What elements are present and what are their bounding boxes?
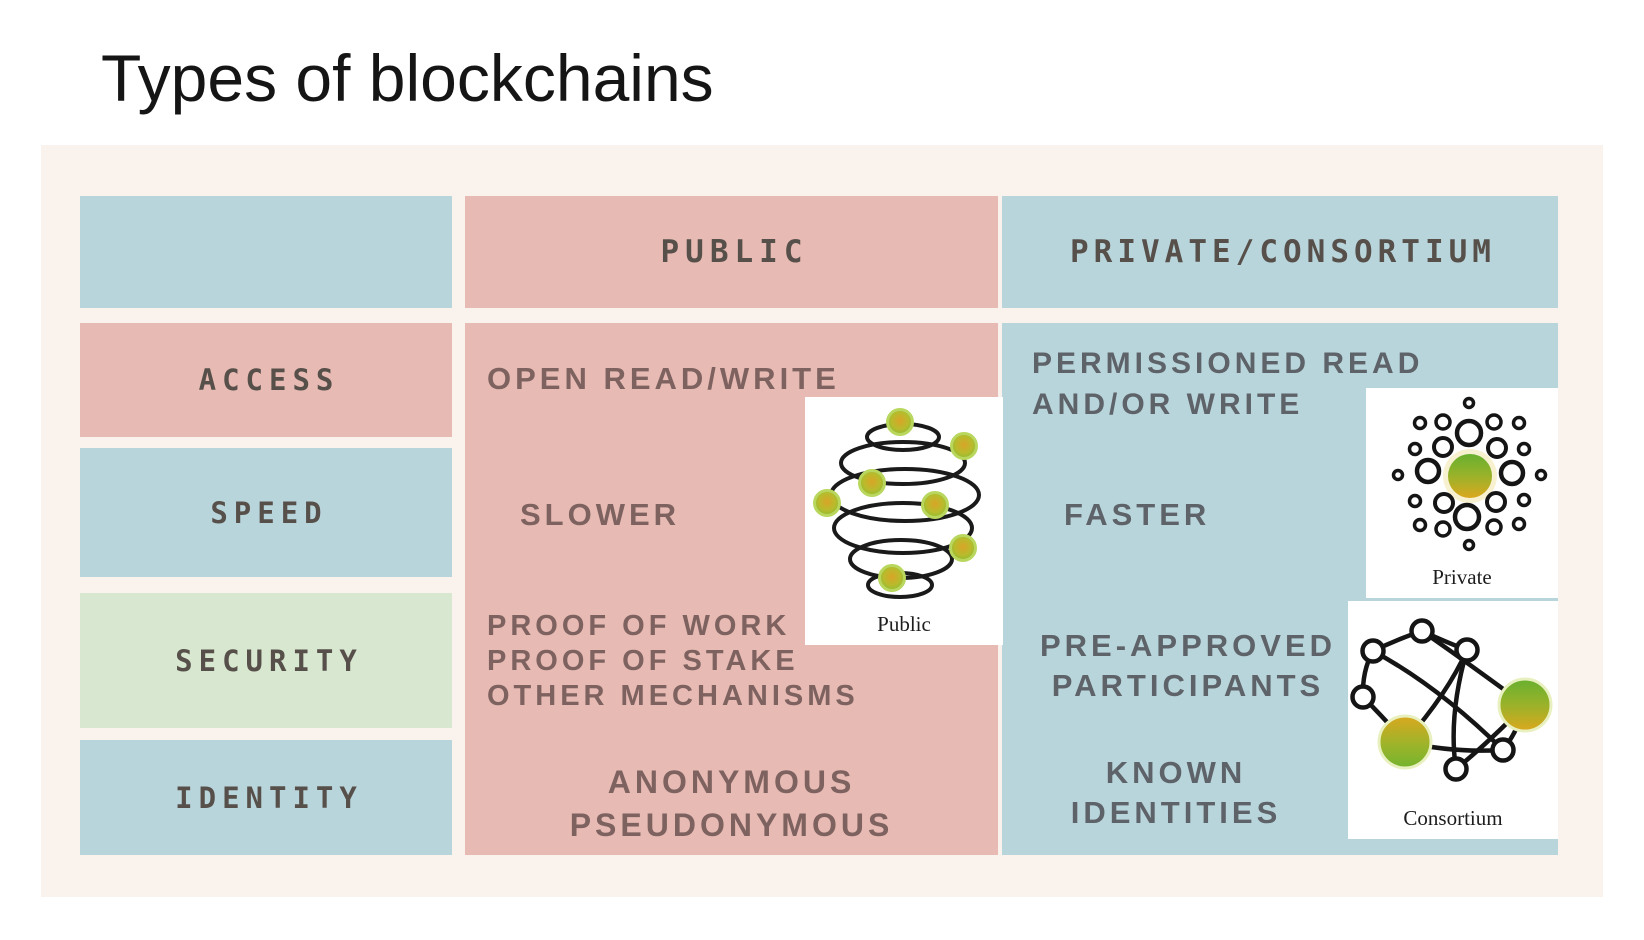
consortium-graph-network-icon <box>1350 618 1553 782</box>
corner-cell <box>80 196 452 308</box>
public-speed-value: SLOWER <box>520 497 681 532</box>
private-security-line2: PARTICIPANTS <box>1051 668 1325 703</box>
consortium-figure-caption: Consortium <box>1403 806 1503 830</box>
private-network-figure: Private <box>1366 388 1558 598</box>
public-identity-line2: PSEUDONYMOUS <box>569 807 894 843</box>
public-identity-line1: ANONYMOUS <box>607 764 856 800</box>
private-access-line2: AND/OR WRITE <box>1032 388 1304 421</box>
row-label-speed: SPEED <box>80 448 452 577</box>
public-security-value: PROOF OF WORK PROOF OF STAKE OTHER MECHA… <box>487 609 859 714</box>
private-figure-caption: Private <box>1432 565 1492 589</box>
row-label-identity: IDENTITY <box>80 740 452 855</box>
private-access-line1: PERMISSIONED READ <box>1032 347 1424 380</box>
public-identity-value: ANONYMOUS PSEUDONYMOUS <box>465 761 998 847</box>
private-identity-line2: IDENTITIES <box>1070 795 1282 830</box>
public-network-figure: Public <box>805 397 1003 645</box>
private-rings-network-icon <box>1391 396 1548 552</box>
row-label-access: ACCESS <box>80 323 452 437</box>
public-security-line3: OTHER MECHANISMS <box>487 680 859 712</box>
comparison-panel: PUBLIC PRIVATE/CONSORTIUM ACCESS SPEED S… <box>41 145 1603 897</box>
private-security-value: PRE-APPROVED PARTICIPANTS <box>1002 626 1374 706</box>
page-title: Types of blockchains <box>101 41 714 115</box>
private-identity-value: KNOWN IDENTITIES <box>1002 753 1350 833</box>
consortium-network-figure: Consortium <box>1348 601 1558 839</box>
private-speed-value: FASTER <box>1064 497 1211 532</box>
public-security-line1: PROOF OF WORK <box>487 610 791 642</box>
column-header-public: PUBLIC <box>465 196 998 308</box>
private-security-line1: PRE-APPROVED <box>1039 628 1337 663</box>
public-security-line2: PROOF OF STAKE <box>487 645 799 677</box>
public-spiral-network-icon <box>813 408 981 599</box>
public-access-value: OPEN READ/WRITE <box>487 361 840 396</box>
row-label-security: SECURITY <box>80 593 452 728</box>
private-identity-line1: KNOWN <box>1105 755 1247 790</box>
private-access-value: PERMISSIONED READ AND/OR WRITE <box>1032 343 1423 425</box>
column-header-private: PRIVATE/CONSORTIUM <box>1002 196 1558 308</box>
public-figure-caption: Public <box>877 612 931 636</box>
